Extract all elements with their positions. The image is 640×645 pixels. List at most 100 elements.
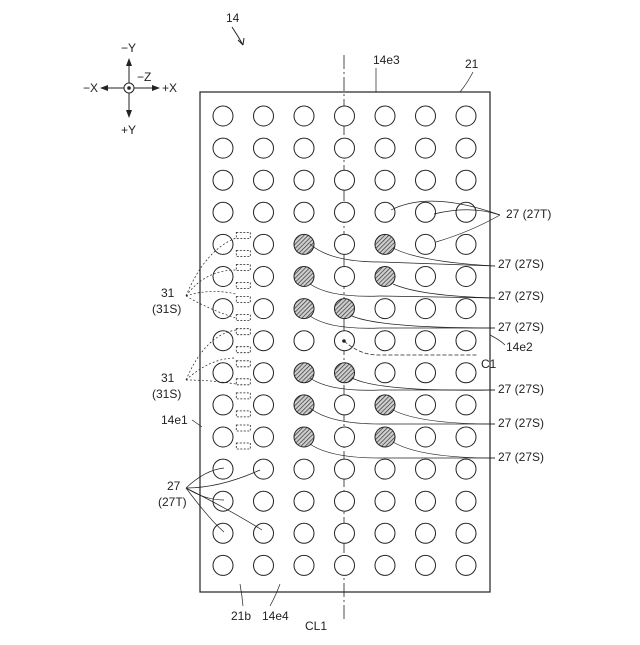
terminal-27t: [254, 234, 274, 254]
terminal-27t: [375, 491, 395, 511]
pos-y-label: +Y: [121, 123, 136, 137]
terminal-27t: [335, 427, 355, 447]
terminal-27t: [335, 523, 355, 543]
terminal-27t: [456, 331, 476, 351]
terminal-27t: [213, 202, 233, 222]
edge-left-label: 14e1: [161, 413, 188, 427]
terminal-27t: [213, 523, 233, 543]
terminal-27t: [213, 106, 233, 126]
terminal-27t: [335, 395, 355, 415]
terminal-27t: [416, 106, 436, 126]
terminal-27s: [294, 395, 314, 415]
terminal-27t: [456, 459, 476, 479]
terminal-27s: [375, 395, 395, 415]
neg-z-label: −Z: [137, 70, 151, 84]
terminal-27t: [335, 267, 355, 287]
terminal-27t: [335, 138, 355, 158]
ref-31-label-2: 31: [161, 371, 175, 385]
terminal-27s: [294, 267, 314, 287]
terminal-27t: [416, 459, 436, 479]
ref-27t-label: 27 (27T): [506, 207, 551, 221]
centerline-label: CL1: [305, 619, 327, 633]
terminal-27t: [213, 299, 233, 319]
terminal-27s: [335, 363, 355, 383]
terminal-27s: [294, 427, 314, 447]
ref-27s-label-5: 27 (27S): [498, 416, 544, 430]
terminal-27t: [416, 234, 436, 254]
pos-x-label: +X: [162, 81, 177, 95]
figure-number-arrow: [232, 27, 243, 45]
terminal-27s: [294, 299, 314, 319]
terminal-27t: [213, 331, 233, 351]
terminal-27t: [294, 138, 314, 158]
terminal-27t: [456, 138, 476, 158]
terminal-27t: [294, 331, 314, 351]
terminal-27t: [416, 427, 436, 447]
terminal-27t: [254, 395, 274, 415]
ref-31s-label-2: (31S): [152, 387, 181, 401]
terminal-27t: [456, 491, 476, 511]
terminal-27t: [375, 299, 395, 319]
bottom-left-label: 21b: [231, 609, 251, 623]
terminal-27t: [375, 202, 395, 222]
figure-number: 14: [226, 11, 240, 25]
terminal-27t: [416, 363, 436, 383]
edge-right-leader: [490, 335, 505, 345]
terminal-27t: [213, 555, 233, 575]
neg-x-label: −X: [83, 81, 98, 95]
neg-y-arrowhead: [126, 58, 132, 66]
terminal-27t: [213, 459, 233, 479]
terminal-27s: [294, 363, 314, 383]
terminal-27t: [375, 363, 395, 383]
ref-27s-label-6: 27 (27S): [498, 450, 544, 464]
ref-27s-label-4: 27 (27S): [498, 382, 544, 396]
terminal-27t: [254, 267, 274, 287]
terminal-27t: [213, 491, 233, 511]
terminal-27t: [416, 202, 436, 222]
terminal-27t: [213, 395, 233, 415]
ref-27t-sub-label: (27T): [158, 495, 187, 509]
terminal-27t: [335, 202, 355, 222]
terminal-27t: [254, 459, 274, 479]
terminal-27t: [294, 202, 314, 222]
terminal-27s: [335, 299, 355, 319]
ref-27-label: 27: [167, 479, 181, 493]
terminal-27t: [335, 555, 355, 575]
ref-31-label-1: 31: [161, 286, 175, 300]
terminal-27t: [416, 523, 436, 543]
terminal-27t: [456, 363, 476, 383]
terminal-27t: [375, 331, 395, 351]
terminal-27t: [254, 202, 274, 222]
terminal-27t: [375, 523, 395, 543]
terminal-27t: [294, 170, 314, 190]
terminal-27t: [335, 234, 355, 254]
terminal-27t: [375, 106, 395, 126]
terminal-27s: [375, 267, 395, 287]
terminal-27t: [456, 299, 476, 319]
edge-right-label: 14e2: [506, 340, 533, 354]
edge-bottom-label: 14e4: [262, 609, 289, 623]
terminal-27t: [294, 491, 314, 511]
terminal-27t: [456, 267, 476, 287]
terminal-27t: [254, 106, 274, 126]
pos-x-arrowhead: [152, 85, 160, 91]
terminal-27t: [213, 267, 233, 287]
terminal-27t: [335, 491, 355, 511]
terminal-27t: [254, 427, 274, 447]
pos-y-arrowhead: [126, 110, 132, 118]
terminal-27t: [294, 523, 314, 543]
z-axis-dot: [127, 86, 131, 90]
ref-27s-label-1: 27 (27S): [498, 257, 544, 271]
terminal-27t: [254, 138, 274, 158]
center-point-label: C1: [481, 357, 497, 371]
terminal-27t: [416, 267, 436, 287]
terminal-27t: [416, 555, 436, 575]
terminal-27t: [254, 363, 274, 383]
terminal-27t: [375, 459, 395, 479]
ref-27s-label-2: 27 (27S): [498, 289, 544, 303]
terminal-27t: [335, 170, 355, 190]
terminal-27t: [254, 299, 274, 319]
ref-31s-label-1: (31S): [152, 302, 181, 316]
